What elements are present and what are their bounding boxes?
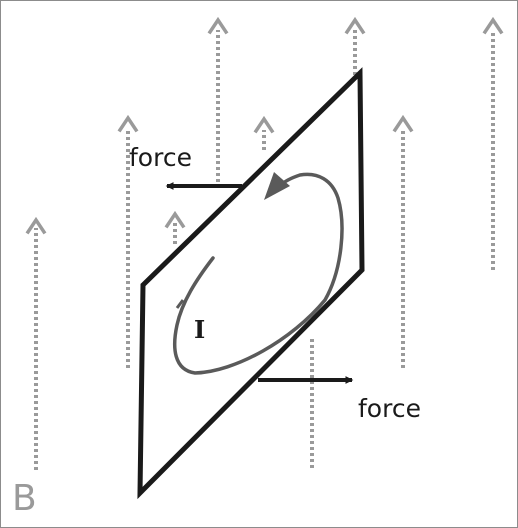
chevron-up-icon (485, 20, 501, 32)
field-lines (36, 30, 493, 470)
chevron-up-icon (256, 119, 272, 131)
force-label-bottom: force (358, 394, 421, 423)
current-label: I (194, 315, 205, 344)
current-loop-frame (140, 73, 362, 493)
chevron-up-icon (120, 118, 136, 130)
chevron-up-icon (395, 118, 411, 130)
force-label-top: force (129, 143, 192, 172)
chevron-up-icon (28, 220, 44, 232)
field-arrowheads (28, 20, 501, 232)
arrow-icon (264, 172, 290, 200)
field-label: B (12, 478, 37, 519)
